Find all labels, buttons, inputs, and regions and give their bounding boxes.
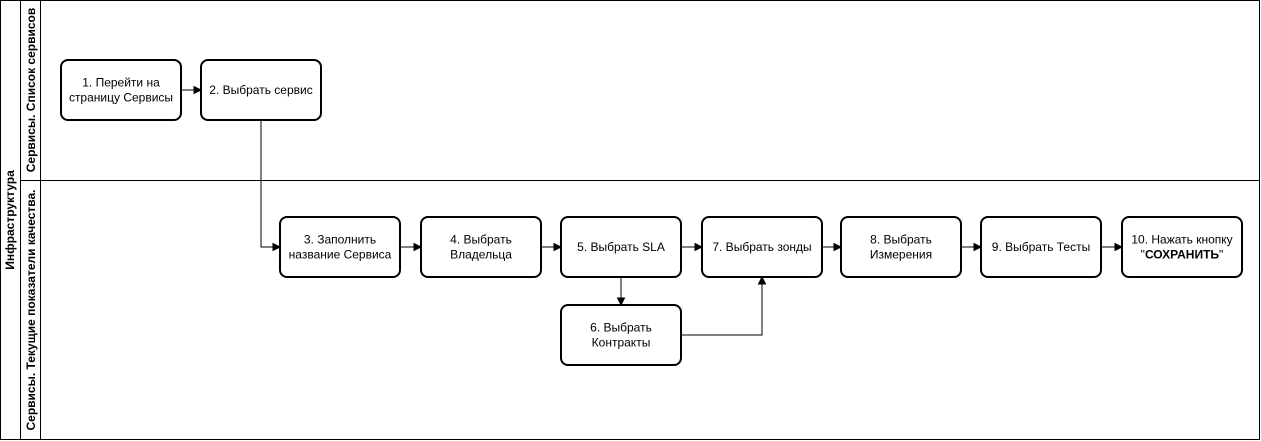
arrowhead-s9-s10: [1114, 242, 1124, 252]
step-box: [980, 216, 1102, 278]
step-s7: 7. Выбрать зонды: [701, 216, 823, 278]
step-s2: 2. Выбрать сервис: [200, 59, 322, 121]
arrowhead-s4-s5: [553, 242, 563, 252]
step-label-line: 3. Заполнить: [304, 233, 376, 247]
step-label-line: 10. Нажать кнопку: [1131, 233, 1232, 247]
arrowhead-s5-s7: [694, 242, 704, 252]
step-label-line: страницу Сервисы: [69, 91, 173, 105]
step-box: [560, 304, 682, 366]
step-box: [200, 59, 322, 121]
step-label-line: Контракты: [592, 336, 651, 350]
arrowhead-s7-s8: [833, 242, 843, 252]
step-box: [560, 216, 682, 278]
step-box: [1121, 216, 1243, 278]
step-s9: 9. Выбрать Тесты: [980, 216, 1102, 278]
lane-title-quality: Сервисы. Текущие показатели качества.: [24, 189, 38, 430]
step-label-line: Измерения: [870, 248, 932, 262]
step-s5: 5. Выбрать SLA: [560, 216, 682, 278]
step-label-line: 4. Выбрать: [450, 233, 512, 247]
step-label-line: 7. Выбрать зонды: [712, 240, 811, 254]
step-label-line: 1. Перейти на: [82, 76, 160, 90]
step-box: [840, 216, 962, 278]
step-box: [701, 216, 823, 278]
step-label-line: 2. Выбрать сервис: [209, 83, 312, 97]
step-label-line: 9. Выбрать Тесты: [992, 240, 1090, 254]
step-box: [279, 216, 401, 278]
arrowhead-s2-s3: [272, 242, 282, 252]
step-label-line: Владельца: [450, 248, 512, 262]
flow-arrow-s6-s7: [681, 277, 763, 336]
step-s10: 10. Нажать кнопку"СОХРАНИТЬ": [1121, 216, 1243, 278]
arrowhead-s8-s9: [973, 242, 983, 252]
arrowhead-s6-s7: [757, 275, 767, 285]
step-box: [60, 59, 182, 121]
flow-edges: [181, 85, 1124, 336]
arrowhead-s1-s2: [193, 85, 203, 95]
step-label-line: 6. Выбрать: [590, 321, 652, 335]
step-label-line: 8. Выбрать: [870, 233, 932, 247]
lane-title-services-list: Сервисы. Список сервисов: [24, 8, 38, 172]
arrowhead-s5-s6: [616, 297, 626, 307]
step-label-line: 5. Выбрать SLA: [577, 240, 665, 254]
step-label-line: "СОХРАНИТЬ": [1141, 248, 1224, 262]
step-box: [420, 216, 542, 278]
step-label-line: название Сервиса: [289, 248, 392, 262]
arrowhead-s3-s4: [413, 242, 423, 252]
pool-title: Инфраструктура: [3, 170, 17, 270]
